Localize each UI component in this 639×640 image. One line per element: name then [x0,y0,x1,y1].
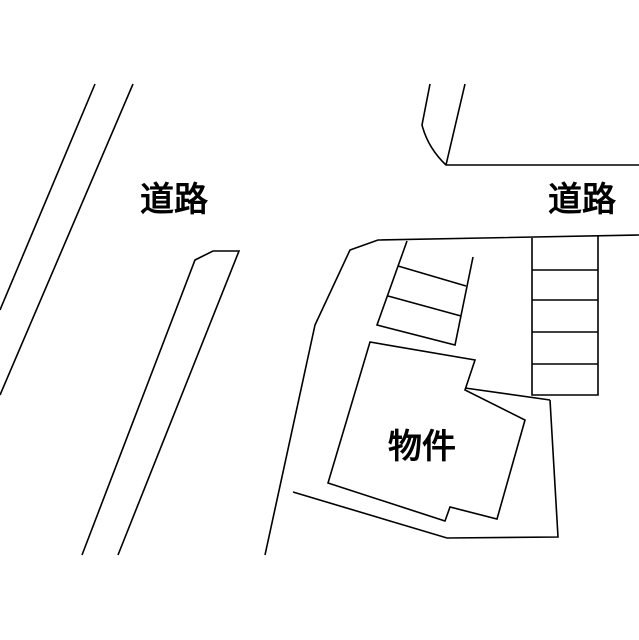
parking-stall-divider [387,295,462,317]
parking-row-right-outline [531,235,599,396]
lot-connector-line [464,387,551,401]
parking-row-left-outline [375,240,474,346]
road-right-curb-line [445,83,466,166]
road-left-median-line [0,83,134,396]
road-label-left: 道路 [140,180,208,220]
road-left-edge-line [0,83,96,311]
parking-stall-divider [397,265,467,287]
lot-boundary-outline [264,234,639,556]
lot-boundary-bottom-line [292,399,559,539]
road-left-island-outline [81,250,241,556]
road-right-corner-line [421,83,639,166]
property-label: 物件 [388,427,456,467]
road-label-right: 道路 [548,180,616,220]
building-outline [327,341,526,523]
